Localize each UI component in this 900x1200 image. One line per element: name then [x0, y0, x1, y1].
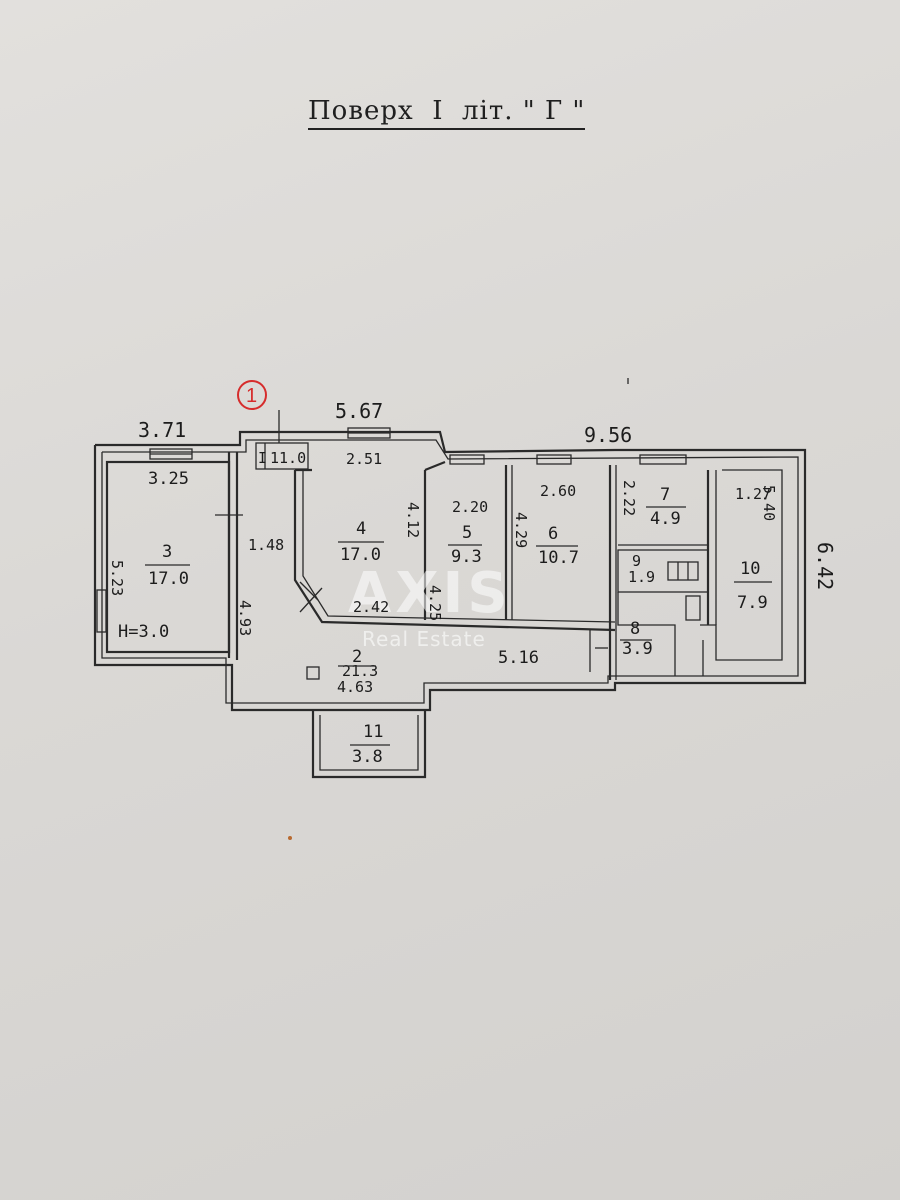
watermark: AXIS Real Estate — [348, 561, 512, 651]
marker-badge: 1 — [237, 380, 267, 410]
windows — [96, 427, 687, 633]
room-11-number: 11 — [363, 722, 383, 742]
dim-room10-side: 5.40 — [760, 485, 778, 521]
dim-room10-top: 1.27 — [735, 485, 771, 503]
ink-dot — [288, 836, 292, 840]
room-8-area: 3.9 — [622, 639, 653, 659]
dim-room3-side: 5.23 — [108, 560, 126, 596]
dim-room6-top: 2.60 — [540, 482, 576, 500]
room-3-number: 3 — [162, 542, 172, 562]
dimension-labels: 3.71 5.67 9.56 6.42 3.25 5.23 Н=3.0 1.48… — [108, 399, 837, 696]
dim-room6-left: 4.29 — [512, 512, 530, 548]
dim-room5-left: 4.25 — [426, 585, 444, 621]
room-2-number: 2 — [352, 647, 362, 667]
dim-room1-diag: 2.42 — [353, 598, 389, 616]
dim-corridor: 5.16 — [498, 648, 539, 668]
marker-number: 1 — [246, 385, 257, 407]
room-3-walls — [105, 452, 239, 660]
room-7-area: 4.9 — [650, 509, 681, 529]
room-5-area: 9.3 — [451, 547, 482, 567]
dim-room2-bottom: 4.63 — [337, 678, 373, 696]
room-10-number: 10 — [740, 559, 760, 579]
room-8-number: 8 — [630, 619, 640, 639]
dim-room3-height: Н=3.0 — [118, 622, 169, 642]
watermark-sub: Real Estate — [362, 627, 486, 651]
dim-top-mid: 5.67 — [335, 399, 383, 423]
room-11-area: 3.8 — [352, 747, 383, 767]
interior-walls — [215, 442, 783, 680]
outer-walls — [93, 430, 807, 712]
room-6-number: 6 — [548, 524, 558, 544]
page-title: Поверх I літ. " Г " — [308, 96, 586, 130]
dim-room3-top: 3.25 — [148, 469, 189, 489]
room-labels: 3 17.0 I 11.0 4 17.0 5 9.3 6 10.7 7 4.9 … — [145, 449, 772, 767]
room-4-number: 4 — [356, 519, 366, 539]
room-1-prefix: I — [258, 449, 267, 467]
room-2-area: 21.3 — [342, 662, 378, 680]
room-7-number: 7 — [660, 485, 670, 505]
room-11-walls — [311, 710, 427, 779]
room-1-area: 11.0 — [270, 449, 306, 467]
dim-room1-top: 2.51 — [346, 450, 382, 468]
dim-room2-left: 1.48 — [248, 536, 284, 554]
room-4-area: 17.0 — [340, 545, 381, 565]
dim-room2-side: 4.93 — [236, 600, 254, 636]
room-3-area: 17.0 — [148, 569, 189, 589]
dim-top-right: 9.56 — [584, 423, 632, 447]
room-6-area: 10.7 — [538, 548, 579, 568]
room-9-number: 9 — [632, 552, 641, 570]
dim-room5-top: 2.20 — [452, 498, 488, 516]
room-9-area: 1.9 — [628, 568, 655, 586]
watermark-brand: AXIS — [348, 561, 512, 626]
dim-top-left: 3.71 — [138, 418, 186, 442]
room-10-area: 7.9 — [737, 593, 768, 613]
dimension-ticks — [278, 378, 629, 443]
dim-right-height: 6.42 — [813, 542, 837, 590]
dim-room1-right: 4.12 — [404, 502, 422, 538]
room-5-number: 5 — [462, 523, 472, 543]
dim-room7-left: 2.22 — [620, 480, 638, 516]
